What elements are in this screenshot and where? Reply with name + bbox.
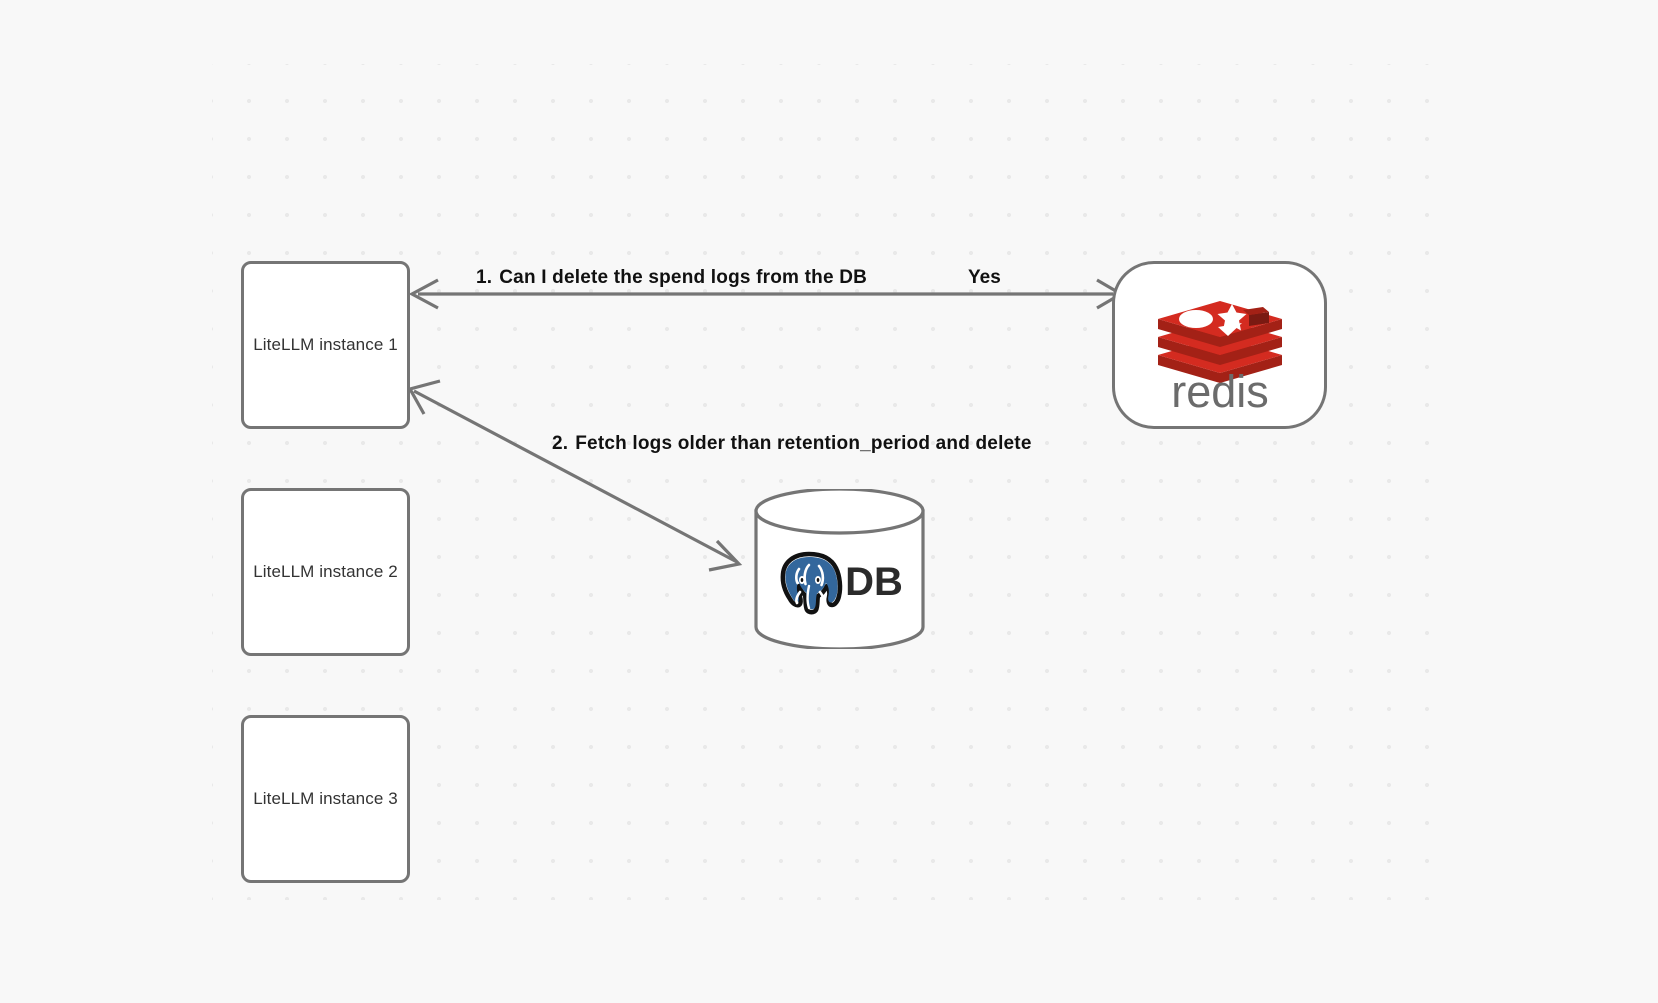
edge-label-step-2: 2. Fetch logs older than retention_period… (552, 433, 1032, 455)
edge-label-text-1: Can I delete the spend logs from the DB (499, 267, 868, 288)
edge-label-step-1: 1. Can I delete the spend logs from the D… (476, 267, 867, 289)
node-litellm-instance-2[interactable]: LiteLLM instance 2 (241, 488, 410, 656)
edge-step-number-1: 1. (476, 267, 493, 288)
edge-litellm1-db (407, 379, 743, 572)
node-redis[interactable]: redis (1112, 261, 1327, 429)
edge-reply-label-yes: Yes (968, 267, 1001, 288)
redis-wordmark: redis (1171, 366, 1269, 411)
postgresql-elephant-icon (780, 551, 843, 615)
arrowhead-upper-left (407, 379, 441, 415)
node-litellm-instance-1[interactable]: LiteLLM instance 1 (241, 261, 410, 429)
node-litellm-instance-3[interactable]: LiteLLM instance 3 (241, 715, 410, 883)
redis-logo-icon: redis (1157, 301, 1282, 411)
node-db-cylinder[interactable]: DB (752, 489, 927, 649)
db-node-label: DB (845, 560, 903, 604)
edge-label-text-2: Fetch logs older than retention_period a… (575, 433, 1032, 454)
node-label-litellm-1: LiteLLM instance 1 (253, 335, 398, 354)
node-label-litellm-2: LiteLLM instance 2 (253, 562, 398, 581)
edge-step-number-2: 2. (552, 433, 569, 454)
arrowhead-left (408, 278, 439, 310)
node-label-litellm-3: LiteLLM instance 3 (253, 789, 398, 808)
redis-cube-stack (1157, 301, 1282, 383)
arrowhead-lower-right (708, 539, 743, 572)
